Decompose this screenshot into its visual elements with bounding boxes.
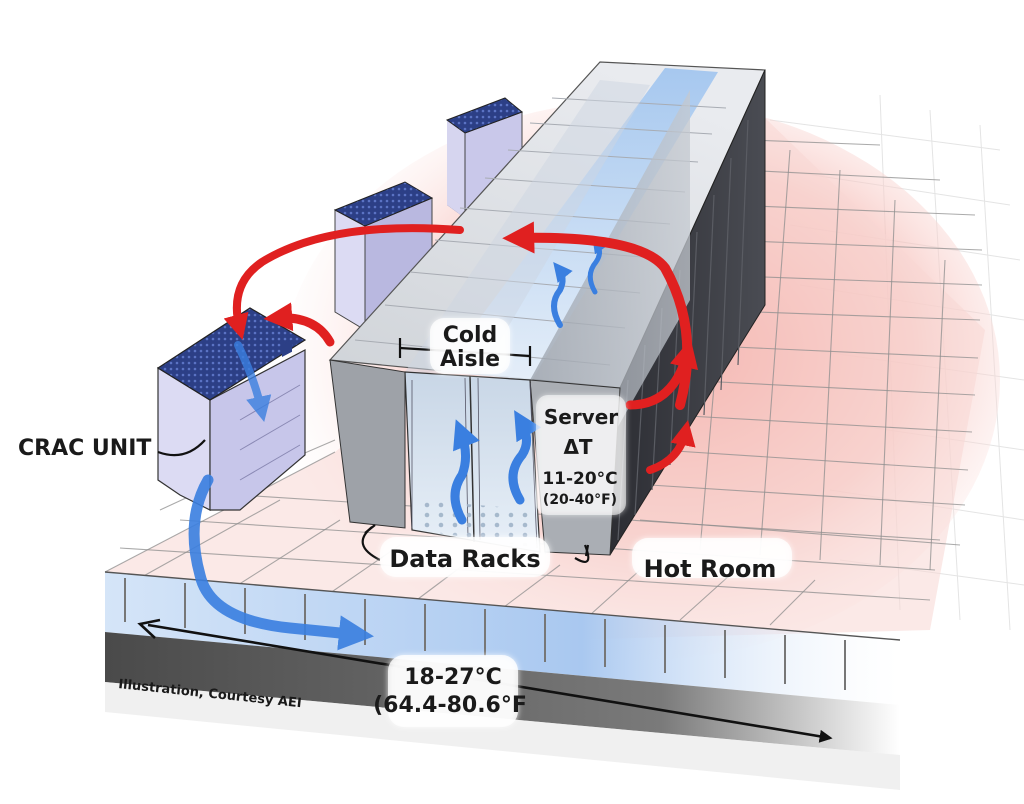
cold-airflow-arrow [587, 236, 609, 295]
cold-airflow-arrow [188, 474, 375, 651]
delta-t-label: ΔT [563, 435, 592, 459]
cold-airflow-arrow [551, 262, 573, 328]
floor-edge [104, 571, 901, 641]
hot-room-label: Hot Room [644, 555, 777, 583]
server-temp-fahrenheit: (20-40°F) [543, 492, 617, 508]
slab-front [105, 682, 900, 790]
temperature-span-arrow-left [137, 618, 161, 639]
data-racks-label: Data Racks [389, 545, 540, 573]
crac-label-leader [157, 439, 206, 457]
cold-aisle-label-line2: Aisle [440, 347, 500, 372]
supply-temp-fahrenheit: (64.4-80.6°F [373, 693, 527, 718]
hot-airflow-arrow [263, 302, 335, 347]
cold-airflow-arrow [508, 410, 542, 505]
server-temp-celsius: 11-20°C [542, 469, 617, 489]
hot-airflow-arrow [625, 338, 699, 410]
cold-airflow-arrow [450, 419, 480, 525]
data-racks-bracket [364, 524, 590, 557]
server-label: Server [544, 405, 618, 429]
hot-airflow-arrow [646, 419, 696, 474]
cold-aisle-label-line1: Cold [443, 323, 498, 348]
crac-unit-label: CRAC UNIT [18, 436, 151, 461]
hot-airflow-arrow [223, 224, 464, 340]
supply-temp-celsius: 18-27°C [404, 665, 502, 690]
underfloor-plenum [105, 572, 900, 705]
cold-airflow-arrow [234, 341, 272, 423]
aisle-end-door-assembly [329, 359, 621, 556]
